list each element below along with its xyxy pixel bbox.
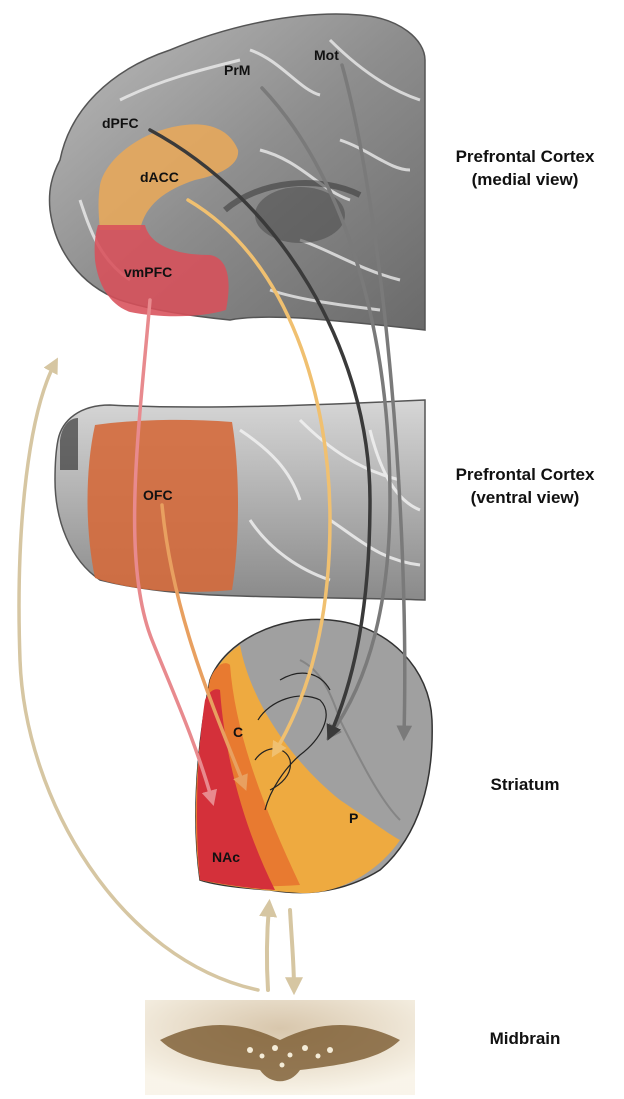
arrow-midbrain-to-striatum (267, 906, 269, 990)
midbrain-image (145, 1000, 415, 1095)
label-midbrain: Midbrain (430, 1027, 620, 1050)
arrow-striatum-to-midbrain (290, 910, 294, 988)
label-striatum: Striatum (430, 773, 620, 796)
label-prefrontal-ventral-title: Prefrontal Cortex (430, 463, 620, 486)
label-prefrontal-medial: Prefrontal Cortex (medial view) (430, 145, 620, 191)
label-striatum-title: Striatum (430, 773, 620, 796)
label-prefrontal-ventral: Prefrontal Cortex (ventral view) (430, 463, 620, 509)
region-label-dpfc: dPFC (102, 115, 139, 131)
label-midbrain-title: Midbrain (430, 1027, 620, 1050)
region-label-c: C (233, 724, 243, 740)
region-label-ofc: OFC (143, 487, 173, 503)
region-label-prm: PrM (224, 62, 250, 78)
region-label-mot: Mot (314, 47, 339, 63)
label-prefrontal-medial-subtitle: (medial view) (430, 168, 620, 191)
region-label-p: P (349, 810, 358, 826)
region-label-nac: NAc (212, 849, 240, 865)
label-prefrontal-ventral-subtitle: (ventral view) (430, 486, 620, 509)
label-prefrontal-medial-title: Prefrontal Cortex (430, 145, 620, 168)
region-label-dacc: dACC (140, 169, 179, 185)
region-label-vmpfc: vmPFC (124, 264, 172, 280)
